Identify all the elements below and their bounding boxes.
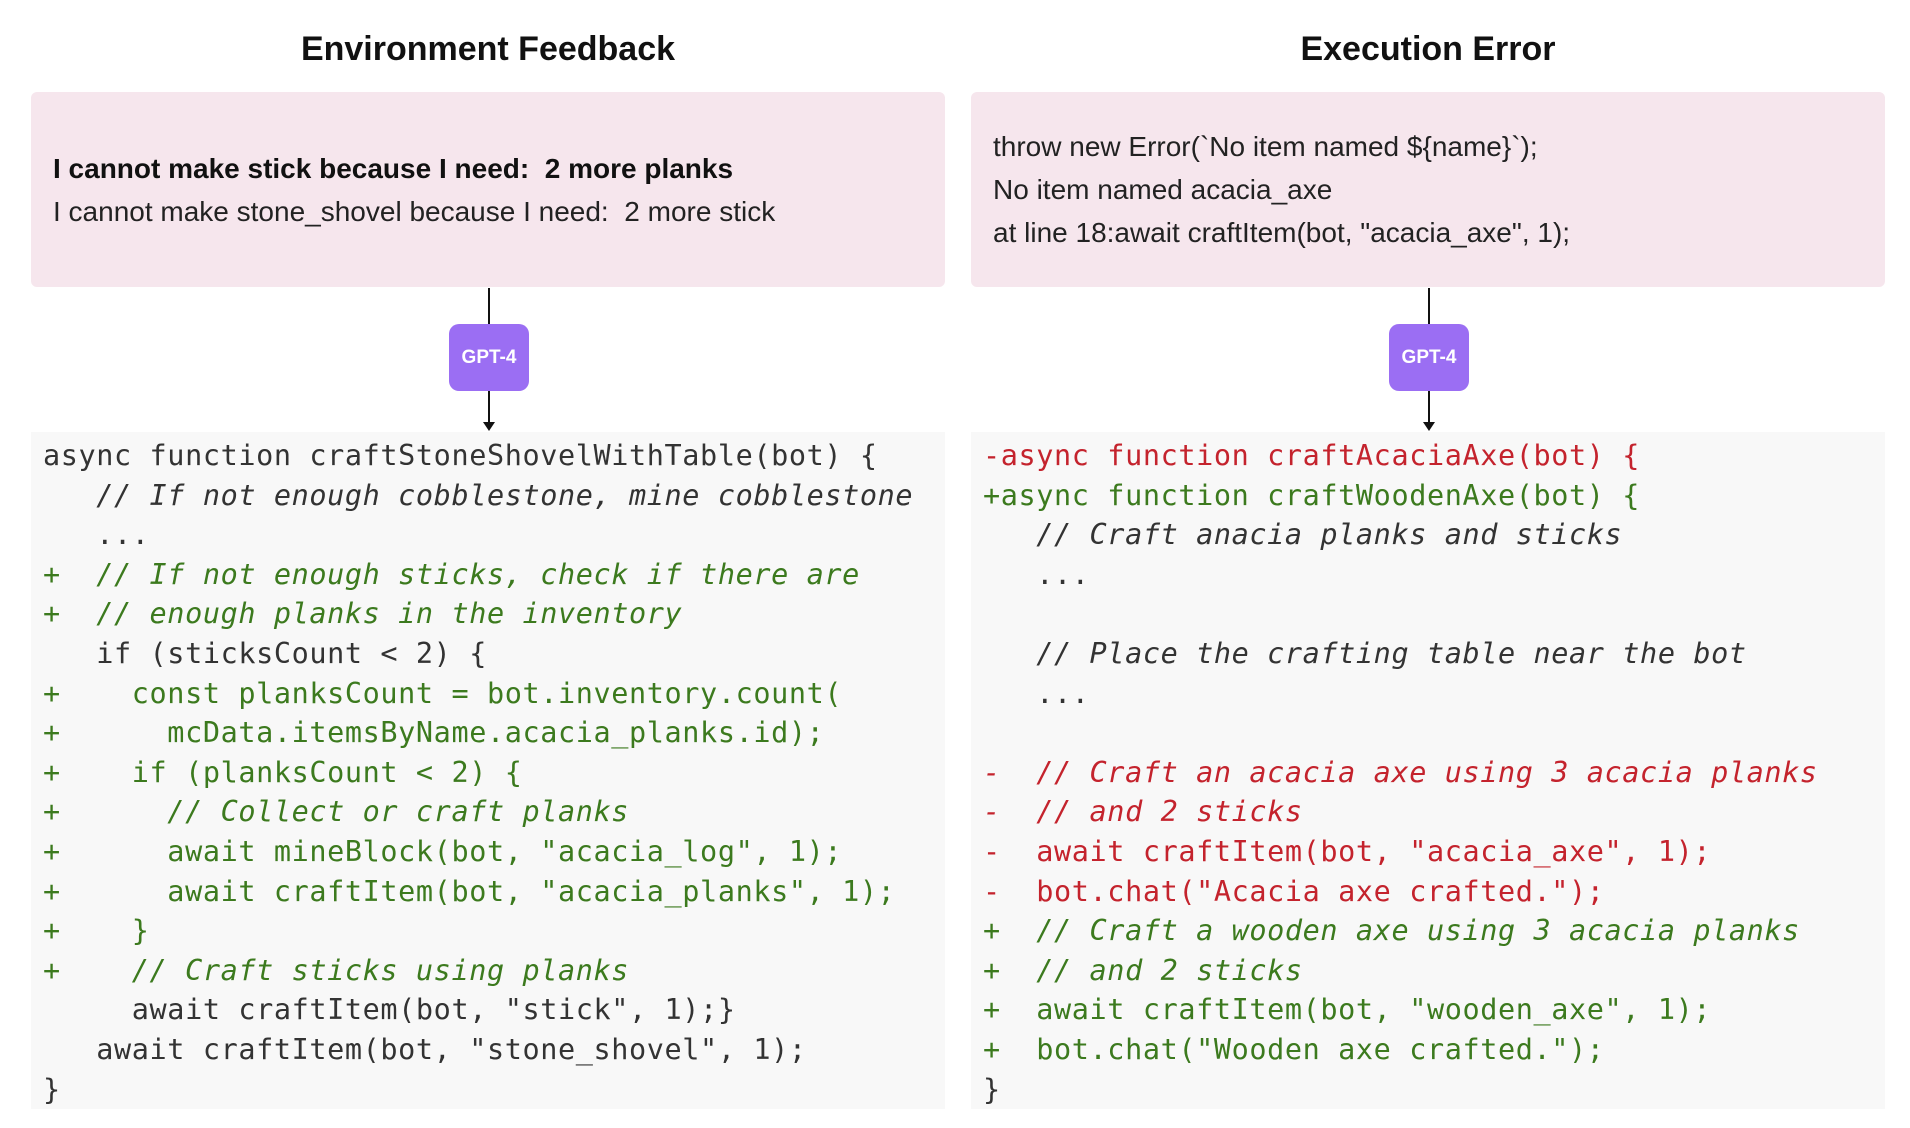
code-line-removed: - // Craft an acacia axe using 3 acacia …	[983, 755, 1818, 789]
code-diff-block: -async function craftAcaciaAxe(bot) { +as…	[971, 432, 1885, 1110]
code-line-removed: - // and 2 sticks	[983, 795, 1303, 829]
code-line: // Place the crafting table near the bot	[983, 636, 1747, 670]
code-line-added: + // Craft a wooden axe using 3 acacia p…	[983, 914, 1800, 948]
gpt4-badge: GPT-4	[449, 324, 529, 391]
execution-error-title: Execution Error	[1300, 30, 1556, 68]
code-line: await craftItem(bot, "stone_shovel", 1);	[43, 1032, 807, 1066]
error-line: at line 18:await craftItem(bot, "acacia_…	[993, 217, 1571, 248]
code-line	[983, 713, 1873, 753]
code-line: ...	[43, 518, 150, 552]
code-line-added: + if (planksCount < 2) {	[43, 755, 523, 789]
code-line	[983, 594, 1873, 634]
code-line: if (sticksCount < 2) {	[43, 636, 487, 670]
error-line: No item named acacia_axe	[993, 174, 1333, 205]
arrow-down-icon	[483, 422, 495, 431]
code-line: await craftItem(bot, "stick", 1);}	[43, 993, 736, 1027]
execution-error-panel: Execution Error throw new Error(`No item…	[971, 0, 1885, 1128]
code-line-added: + }	[43, 914, 150, 948]
environment-feedback-box: I cannot make stick because I need: 2 mo…	[31, 92, 945, 287]
code-line-added: + // Craft sticks using planks	[43, 953, 630, 987]
code-line: ...	[983, 557, 1090, 591]
code-line-removed: - bot.chat("Acacia axe crafted.");	[983, 874, 1605, 908]
code-line-removed: - await craftItem(bot, "acacia_axe", 1);	[983, 834, 1712, 868]
code-line-added: + await craftItem(bot, "acacia_planks", …	[43, 874, 896, 908]
environment-feedback-panel: Environment Feedback I cannot make stick…	[31, 0, 945, 1128]
code-line: // If not enough cobblestone, mine cobbl…	[43, 478, 914, 512]
code-line-added: + bot.chat("Wooden axe crafted.");	[983, 1032, 1605, 1066]
connector-line	[1428, 391, 1430, 424]
feedback-line: I cannot make stone_shovel because I nee…	[53, 195, 776, 227]
code-line-removed: -async function craftAcaciaAxe(bot) {	[983, 439, 1641, 472]
connector-line	[488, 288, 490, 324]
code-line-added: + const planksCount = bot.inventory.coun…	[43, 676, 843, 710]
gpt4-badge: GPT-4	[1389, 324, 1469, 391]
execution-error-box: throw new Error(`No item named ${name}`)…	[971, 92, 1885, 287]
code-line-added: + // enough planks in the inventory	[43, 597, 683, 631]
code-line-added: + await mineBlock(bot, "acacia_log", 1);	[43, 834, 843, 868]
code-line: }	[983, 1072, 1001, 1106]
code-diff-block: async function craftStoneShovelWithTable…	[31, 432, 945, 1110]
code-line-added: + // Collect or craft planks	[43, 795, 630, 829]
connector-line	[1428, 288, 1430, 324]
connector-line	[488, 391, 490, 424]
arrow-down-icon	[1423, 422, 1435, 431]
code-line: // Craft anacia planks and sticks	[983, 518, 1623, 552]
code-line-added: + mcData.itemsByName.acacia_planks.id);	[43, 716, 825, 750]
code-line-added: +async function craftWoodenAxe(bot) {	[983, 478, 1641, 512]
feedback-line: I cannot make stick because I need: 2 mo…	[53, 152, 734, 184]
code-line-added: + await craftItem(bot, "wooden_axe", 1);	[983, 993, 1712, 1027]
code-line: }	[43, 1072, 61, 1106]
code-line-added: + // and 2 sticks	[983, 953, 1303, 987]
code-line-added: + // If not enough sticks, check if ther…	[43, 557, 860, 591]
environment-feedback-title: Environment Feedback	[300, 30, 676, 68]
error-line: throw new Error(`No item named ${name}`)…	[993, 131, 1538, 162]
code-line: async function craftStoneShovelWithTable…	[43, 439, 878, 472]
code-line: ...	[983, 676, 1090, 710]
